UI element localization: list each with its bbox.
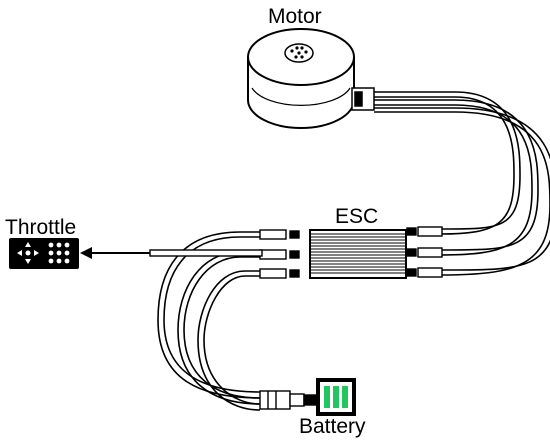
battery-connector	[259, 390, 317, 410]
battery-cell-1	[324, 386, 330, 408]
battery-cell-3	[342, 386, 348, 408]
motor-lead-connector	[351, 87, 375, 111]
throttle-signal-wire	[80, 247, 263, 259]
throttle-label: Throttle	[5, 216, 76, 239]
motor-label: Motor	[268, 5, 322, 28]
motor-phase-wires	[374, 91, 550, 276]
esc-label: ESC	[335, 205, 378, 228]
esc-input-connectors	[259, 229, 300, 279]
battery-label: Battery	[299, 415, 366, 438]
battery-icon	[316, 378, 356, 416]
esc-output-connectors	[406, 226, 443, 278]
esc-heatsink-icon	[309, 229, 407, 279]
battery-cell-2	[333, 386, 339, 408]
motor-icon	[247, 28, 355, 129]
battery-power-wires	[157, 231, 261, 411]
throttle-controller-icon	[9, 238, 79, 269]
